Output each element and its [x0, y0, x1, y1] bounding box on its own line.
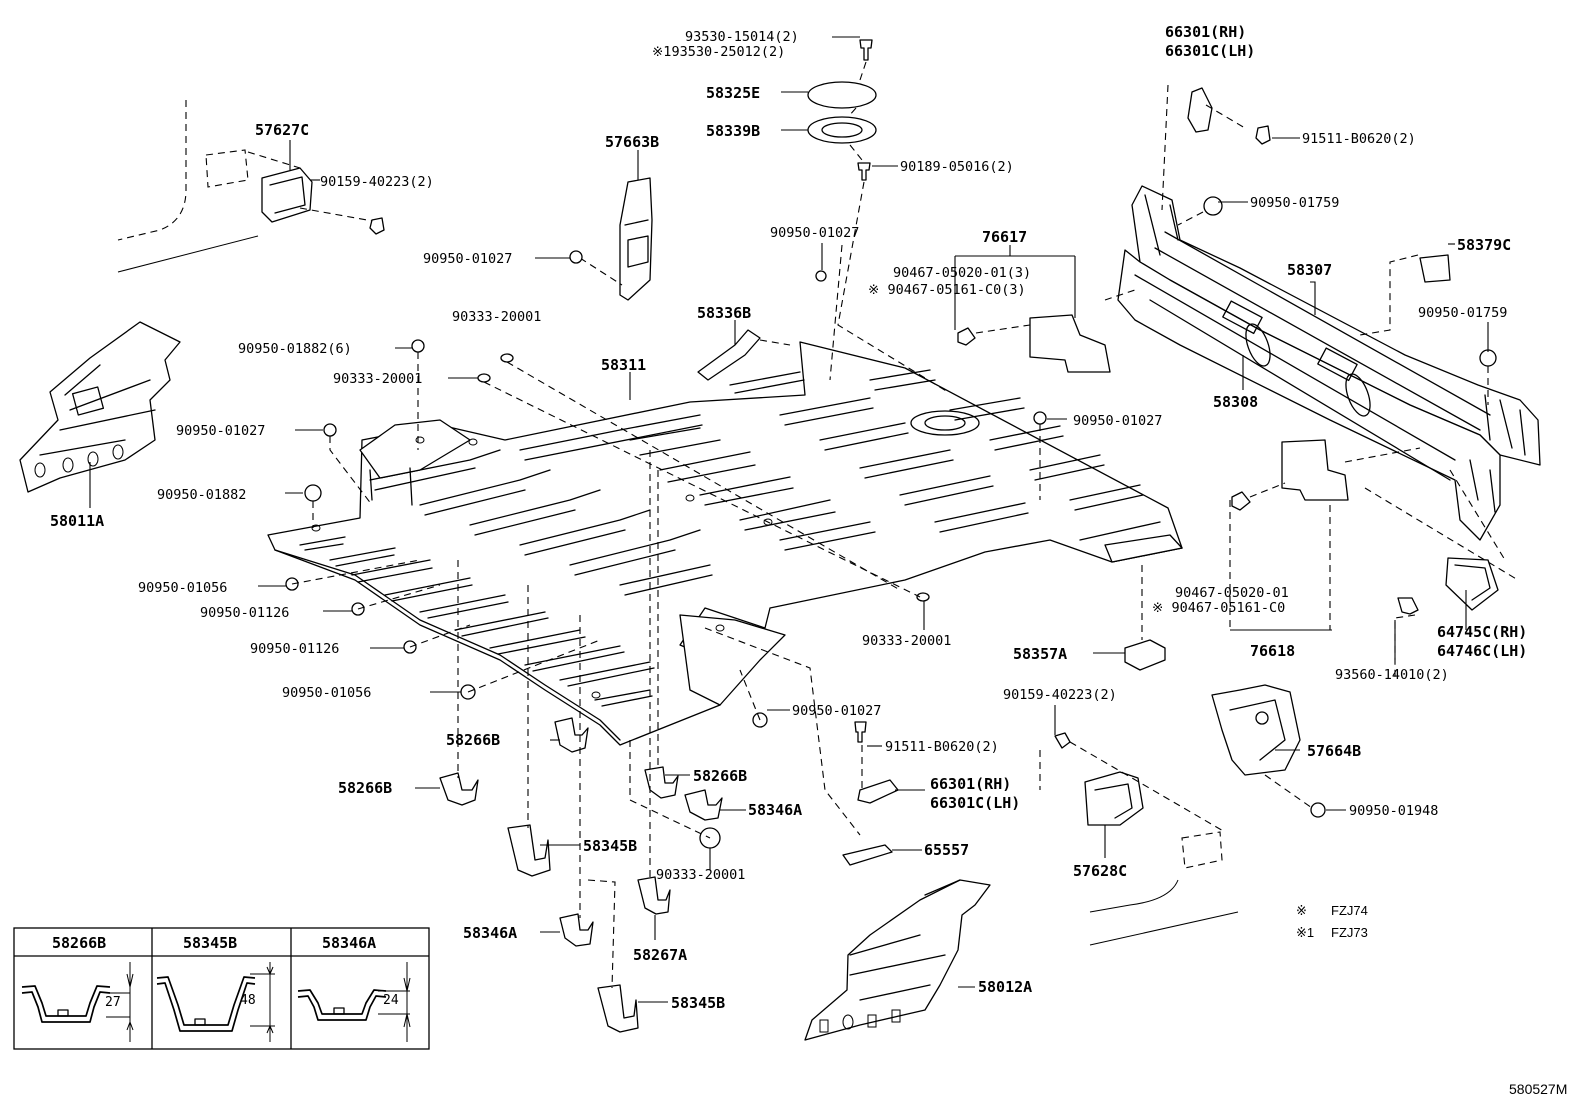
label-58307: 58307 — [1287, 261, 1332, 279]
label-90467-05020-01-3: 90467-05020-01(3) — [893, 265, 1031, 281]
group-brackets — [954, 255, 1332, 631]
label-90950-01027-e: 90950-01027 — [792, 703, 881, 719]
label-57628c: 57628C — [1073, 862, 1127, 880]
label-58346a-b: 58346A — [463, 924, 517, 942]
plate-76618 — [1231, 439, 1519, 581]
label-93530-25012: ※193530-25012(2) — [652, 44, 785, 60]
plate-76617 — [957, 289, 1136, 373]
figure-code: 580527M — [1509, 1081, 1567, 1097]
table-header-58345b: 58345B — [183, 934, 237, 952]
label-76618: 76618 — [1250, 642, 1295, 660]
note-mark-2: ※1 — [1296, 925, 1314, 940]
label-58336b: 58336B — [697, 304, 751, 322]
dim-58266b: 27 — [105, 995, 121, 1010]
label-58012a: 58012A — [978, 978, 1032, 996]
label-90950-01027-a: 90950-01027 — [423, 251, 512, 267]
label-76617: 76617 — [982, 228, 1027, 246]
label-66301c-lh: 66301C(LH) — [930, 794, 1020, 812]
label-58011a: 58011A — [50, 512, 104, 530]
label-90333-20001-c: 90333-20001 — [862, 633, 951, 649]
label-65557: 65557 — [924, 841, 969, 859]
leader-lines — [89, 36, 1489, 1003]
label-58346a-a: 58346A — [748, 801, 802, 819]
bracket-57663b — [569, 177, 653, 301]
label-91511-b0620: 91511-B0620(2) — [885, 739, 999, 755]
label-57627c: 57627C — [255, 121, 309, 139]
label-90950-01948: 90950-01948 — [1349, 803, 1438, 819]
dimension-table: 58266B 58345B 58346A 27 48 24 — [13, 927, 430, 1050]
label-58311: 58311 — [601, 356, 646, 374]
panel-58012a — [804, 879, 991, 1041]
label-58379c: 58379C — [1457, 236, 1511, 254]
label-90189-05016: 90189-05016(2) — [900, 159, 1014, 175]
label-90159-40223-a: 90159-40223(2) — [320, 174, 434, 190]
label-58308: 58308 — [1213, 393, 1258, 411]
label-58345b-a: 58345B — [583, 837, 637, 855]
rear-crossmember-58307 — [1117, 185, 1541, 541]
note-text-2: FZJ73 — [1331, 925, 1368, 940]
label-90467-05161-c0: ※ 90467-05161-C0 — [1152, 600, 1285, 616]
label-90159-40223-b: 90159-40223(2) — [1003, 687, 1117, 703]
label-90950-01759-a: 90950-01759 — [1250, 195, 1339, 211]
label-66301-rh: 66301(RH) — [930, 775, 1011, 793]
floor-pan-58311 — [267, 341, 1183, 746]
label-64746c-lh: 64746C(LH) — [1437, 642, 1527, 660]
label-58325e: 58325E — [706, 84, 760, 102]
note-mark-1: ※ — [1296, 903, 1307, 918]
service-hole-covers — [807, 39, 949, 393]
model-notes: ※ FZJ74 ※1 FZJ73 — [1296, 903, 1368, 940]
panel-57664b — [1211, 684, 1326, 818]
label-58339b: 58339B — [706, 122, 760, 140]
part-labels: 93530-15014(2) ※193530-25012(2) 58325E 5… — [50, 23, 1527, 1012]
label-66301-rh-top: 66301(RH) — [1165, 23, 1246, 41]
bracket-57628c — [1054, 732, 1226, 869]
panel-58011a — [19, 321, 181, 493]
label-90950-01027-d: 90950-01027 — [1073, 413, 1162, 429]
label-58267a: 58267A — [633, 946, 687, 964]
dim-58345b: 48 — [240, 993, 256, 1008]
dim-58346a: 24 — [383, 993, 399, 1008]
label-58357a: 58357A — [1013, 645, 1067, 663]
clip-66301-top — [1161, 84, 1497, 405]
label-90333-20001-b: 90333-20001 — [333, 371, 422, 387]
label-58345b-b: 58345B — [671, 994, 725, 1012]
label-90467-05020-01: 90467-05020-01 — [1175, 585, 1289, 601]
assembly-lines — [291, 352, 1416, 989]
label-90950-01027-b: 90950-01027 — [770, 225, 859, 241]
label-90333-20001-d: 90333-20001 — [656, 867, 745, 883]
label-90950-01126-a: 90950-01126 — [200, 605, 289, 621]
bracket-57627c — [205, 149, 385, 235]
label-90950-01027-c: 90950-01027 — [176, 423, 265, 439]
label-66301c-lh-top: 66301C(LH) — [1165, 42, 1255, 60]
label-90950-01882: 90950-01882 — [157, 487, 246, 503]
bracket-64745c — [1397, 557, 1499, 615]
label-90950-01056-a: 90950-01056 — [138, 580, 227, 596]
label-90467-05161-c0-3: ※ 90467-05161-C0(3) — [868, 282, 1026, 298]
label-64745c-rh: 64745C(RH) — [1437, 623, 1527, 641]
label-93530-15014: 93530-15014(2) — [685, 29, 799, 45]
label-93560-14010: 93560-14010(2) — [1335, 667, 1449, 683]
label-90950-01126-b: 90950-01126 — [250, 641, 339, 657]
label-90950-01759-b: 90950-01759 — [1418, 305, 1507, 321]
label-91511-b0620-top: 91511-B0620(2) — [1302, 131, 1416, 147]
label-90333-20001-a: 90333-20001 — [452, 309, 541, 325]
note-text-1: FZJ74 — [1331, 903, 1368, 918]
label-90950-01882-6: 90950-01882(6) — [238, 341, 352, 357]
label-57663b: 57663B — [605, 133, 659, 151]
bracket-58336b — [697, 329, 791, 381]
label-57664b: 57664B — [1307, 742, 1361, 760]
label-58266b-c: 58266B — [693, 767, 747, 785]
body-outline-lines — [117, 100, 1239, 946]
label-58266b-b: 58266B — [338, 779, 392, 797]
table-header-58346a: 58346A — [322, 934, 376, 952]
block-58357a — [1124, 565, 1166, 671]
label-58266b-a: 58266B — [446, 731, 500, 749]
label-90950-01056-b: 90950-01056 — [282, 685, 371, 701]
table-header-58266b: 58266B — [52, 934, 106, 952]
